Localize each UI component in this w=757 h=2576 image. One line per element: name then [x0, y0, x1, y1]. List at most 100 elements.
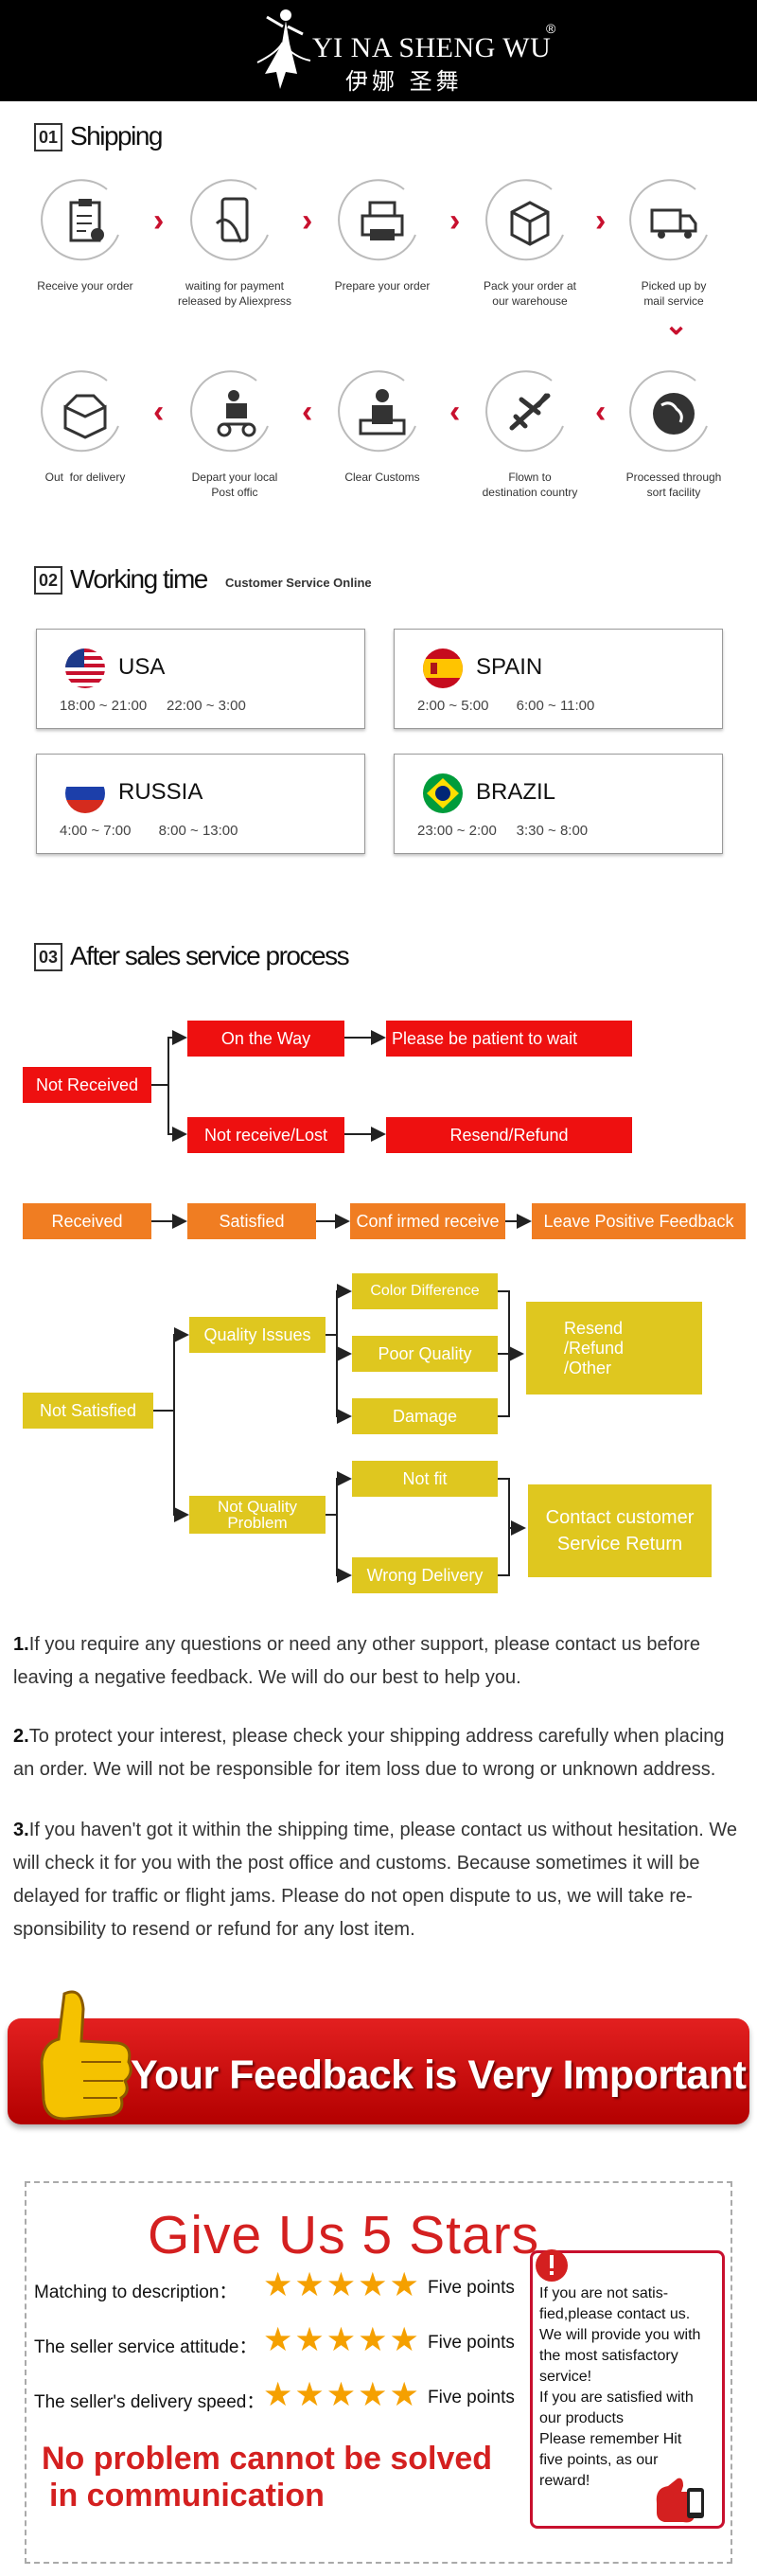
- flow-not-received: Not Received: [23, 1067, 151, 1103]
- shipping-step-label: Pack your order at our warehouse: [483, 279, 577, 308]
- contact-line: Contact customer: [545, 1507, 695, 1528]
- shipping-step-label: Processed through sort facility: [625, 471, 722, 499]
- shipping-step-label: waiting for payment released by Aliexpre…: [177, 279, 292, 308]
- flow-leave-positive-feedback: Leave Positive Feedback: [532, 1203, 746, 1239]
- note-text: If you haven't got it within the shippin…: [13, 1820, 738, 1940]
- rating-label-description: Matching to description：: [34, 2283, 238, 2302]
- working-time-card-russia: RUSSIA 4:00 ~ 7:00 8:00 ~ 13:00: [36, 754, 365, 854]
- flow-color-difference: Color Difference: [352, 1273, 498, 1309]
- flow-received: Received: [23, 1203, 151, 1239]
- rating-points-description: Five points: [428, 2278, 515, 2298]
- rating-label-service: The seller service attitude：: [34, 2337, 257, 2357]
- slogan-line-1: No problem cannot be solved: [42, 2441, 493, 2477]
- spain-flag-icon: [423, 648, 463, 688]
- section-title-shipping: Shipping: [70, 121, 163, 151]
- note-3: 3.If you haven't got it within the shipp…: [13, 1814, 744, 1946]
- flow-be-patient: Please be patient to wait: [386, 1021, 632, 1057]
- shipping-step-label: Picked up by mail service: [641, 279, 707, 308]
- open-box-icon: [41, 370, 119, 453]
- chevron-right-icon: ›: [595, 203, 607, 239]
- satisfaction-note-box: [530, 2250, 725, 2529]
- rating-stars-description: ★★★★★: [263, 2266, 421, 2303]
- note-number: 1.: [13, 1634, 29, 1655]
- chevron-left-icon: ‹: [302, 394, 313, 430]
- shipping-step-label: Out for delivery: [44, 471, 126, 484]
- russia-flag-icon: [65, 773, 105, 813]
- refund-line: /Refund: [564, 1338, 625, 1358]
- flow-not-receive-lost: Not receive/Lost: [187, 1117, 344, 1153]
- flow-resend-refund: Resend/Refund: [386, 1117, 632, 1153]
- package-box-icon: [485, 179, 564, 261]
- note-2: 2.To protect your interest, please check…: [13, 1720, 744, 1786]
- working-time-card-spain: SPAIN 2:00 ~ 5:00 6:00 ~ 11:00: [394, 629, 723, 729]
- flow-wrong-delivery: Wrong Delivery: [352, 1557, 498, 1593]
- customer-service-subtitle: Customer Service Online: [225, 576, 372, 590]
- chevron-left-icon: ‹: [595, 394, 607, 430]
- delivery-truck-icon: [629, 179, 708, 261]
- chevron-down-icon: ⌄: [664, 310, 689, 341]
- flow-confirmed-receive: Conf irmed receive: [350, 1203, 505, 1239]
- hand-phone-icon: [656, 2478, 704, 2523]
- dancer-logo-icon: [256, 9, 311, 89]
- working-time-card-brazil: BRAZIL 23:00 ~ 2:00 3:30 ~ 8:00: [394, 754, 723, 854]
- flow-satisfied: Satisfied: [187, 1203, 316, 1239]
- service-return-line: Service Return: [556, 1534, 683, 1554]
- payment-card-icon: [190, 179, 269, 261]
- page-header: [0, 0, 757, 101]
- section-title-after-sales: After sales service process: [70, 941, 350, 970]
- thumbs-up-icon: [40, 1990, 132, 2121]
- registered-mark: ®: [546, 21, 556, 36]
- give-stars-panel: [25, 2181, 732, 2564]
- shipping-step-label: Prepare your order: [334, 279, 431, 293]
- printer-icon: [338, 179, 416, 261]
- rating-label-delivery: The seller's delivery speed：: [34, 2392, 265, 2412]
- give-stars-title: Give Us 5 Stars: [148, 2205, 540, 2265]
- feedback-banner-title: Your Feedback is Very Important: [131, 2052, 747, 2098]
- shipping-step-label: Clear Customs: [344, 471, 420, 484]
- customs-officer-icon: [338, 370, 416, 453]
- flow-not-fit: Not fit: [352, 1461, 498, 1497]
- chevron-right-icon: ›: [153, 203, 165, 239]
- flow-damage: Damage: [352, 1398, 498, 1434]
- brand-name-chinese: 伊娜 圣舞: [345, 68, 463, 95]
- working-time-card-usa: USA 18:00 ~ 21:00 22:00 ~ 3:00: [36, 629, 365, 729]
- section-number-after-sales: 03: [34, 943, 62, 971]
- process-flow-connectors: [150, 1030, 532, 1583]
- note-number: 3.: [13, 1820, 29, 1840]
- brazil-flag-icon: [423, 773, 463, 813]
- flow-poor-quality: Poor Quality: [352, 1336, 498, 1372]
- rating-stars-service: ★★★★★: [263, 2321, 421, 2358]
- flow-on-the-way: On the Way: [187, 1021, 344, 1057]
- note-number: 2.: [13, 1726, 29, 1747]
- shipping-step-label: Depart your local Post offic: [191, 471, 278, 499]
- section-number-working-time: 02: [34, 566, 62, 595]
- section-number-shipping: 01: [34, 123, 62, 151]
- flow-resend-refund-other: Resend /Refund /Other: [526, 1302, 702, 1395]
- problem-line: Problem: [227, 1514, 288, 1532]
- country-name: SPAIN: [476, 654, 543, 680]
- order-clipboard-icon: [41, 179, 119, 261]
- globe-icon: [629, 370, 708, 453]
- flow-not-satisfied: Not Satisfied: [23, 1393, 153, 1429]
- chevron-right-icon: ›: [302, 203, 313, 239]
- satisfaction-note-text: If you are not satis- fied,please contac…: [539, 2285, 701, 2489]
- airplane-icon: [485, 370, 564, 453]
- shipping-step-label: Flown to destination country: [482, 471, 578, 499]
- slogan-line-2: in communication: [49, 2478, 325, 2514]
- flow-quality-issues: Quality Issues: [189, 1317, 326, 1353]
- shipping-step-label: Receive your order: [37, 279, 133, 293]
- brand-name: YI NA SHENG WU: [312, 32, 552, 63]
- chevron-left-icon: ‹: [449, 394, 461, 430]
- rating-points-service: Five points: [428, 2333, 515, 2353]
- note-text: To protect your interest, please check y…: [13, 1726, 725, 1780]
- chevron-left-icon: ‹: [153, 394, 165, 430]
- alert-icon: [536, 2249, 568, 2282]
- working-hours: 18:00 ~ 21:00 22:00 ~ 3:00: [60, 698, 246, 714]
- rating-stars-delivery: ★★★★★: [263, 2376, 421, 2413]
- other-line: /Other: [564, 1358, 612, 1377]
- working-hours: 23:00 ~ 2:00 3:30 ~ 8:00: [417, 823, 589, 839]
- working-hours: 4:00 ~ 7:00 8:00 ~ 13:00: [60, 823, 238, 839]
- country-name: BRAZIL: [476, 779, 556, 805]
- working-hours: 2:00 ~ 5:00 6:00 ~ 11:00: [417, 698, 595, 714]
- flow-not-quality-problem: Not Quality Problem: [189, 1496, 326, 1534]
